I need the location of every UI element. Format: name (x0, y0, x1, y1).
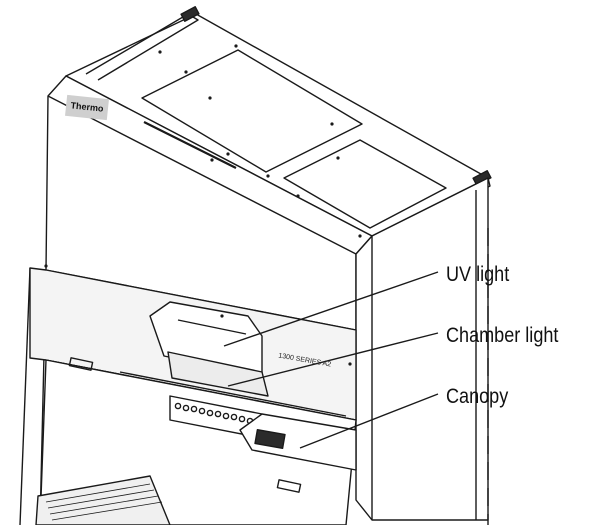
thermo-logo: Thermo (65, 94, 109, 121)
canopy-display (254, 428, 286, 450)
front-panel-top-edge (47, 95, 357, 255)
front-panel-vent-slot (143, 121, 237, 169)
rear-wall-edge (119, 371, 347, 417)
work-tray-perforations (45, 483, 163, 521)
canopy-panel (239, 413, 357, 471)
rim-cap-left (180, 6, 200, 22)
chamber-light-label: Chamber light (446, 324, 559, 347)
control-strip-buttons (174, 402, 254, 425)
uv-light-leader (223, 271, 439, 347)
chamber-light-leader (227, 332, 439, 387)
left-sash-handle (68, 357, 94, 371)
canopy-label: Canopy (446, 385, 509, 408)
canopy-leader (299, 393, 439, 449)
uv-light-tube (177, 319, 247, 335)
work-tray (35, 475, 171, 525)
uv-light-label: UV light (446, 263, 510, 286)
left-side-post (19, 267, 31, 525)
screw-dots (44, 44, 362, 366)
top-access-panel-right (283, 139, 447, 229)
right-sash-handle (276, 479, 302, 493)
top-access-panel-left (141, 49, 363, 173)
chamber-light-housing (167, 351, 269, 397)
